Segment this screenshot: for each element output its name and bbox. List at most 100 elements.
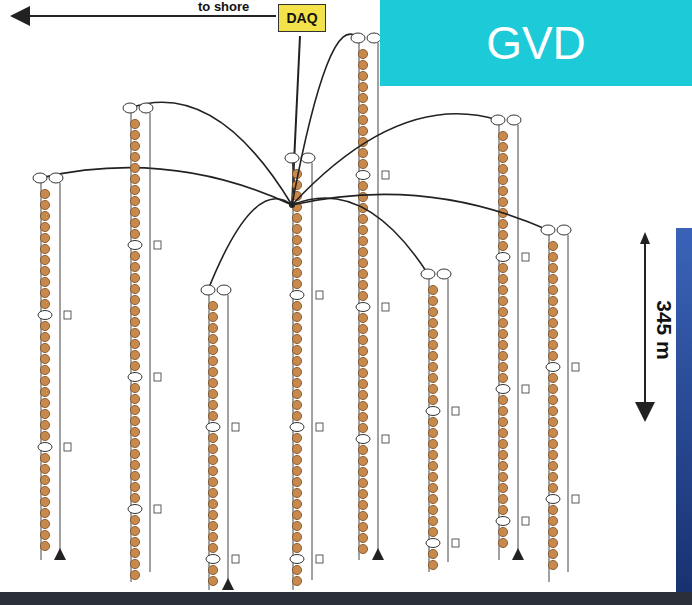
optical-module bbox=[130, 559, 139, 568]
optical-module bbox=[498, 417, 507, 426]
optical-module bbox=[208, 477, 217, 486]
optical-module bbox=[548, 395, 557, 404]
optical-module bbox=[358, 500, 367, 509]
optical-module bbox=[428, 373, 437, 382]
optical-module bbox=[428, 560, 437, 569]
optical-module bbox=[130, 460, 139, 469]
optical-module bbox=[292, 565, 301, 574]
optical-module bbox=[40, 398, 49, 407]
optical-module bbox=[358, 247, 367, 256]
optical-module bbox=[208, 565, 217, 574]
optical-module bbox=[40, 266, 49, 275]
optical-module bbox=[428, 483, 437, 492]
optical-module bbox=[498, 153, 507, 162]
optical-module bbox=[358, 181, 367, 190]
optical-module bbox=[40, 530, 49, 539]
section-box bbox=[452, 407, 459, 415]
optical-module bbox=[428, 285, 437, 294]
section-module bbox=[128, 505, 142, 514]
optical-module bbox=[130, 570, 139, 579]
optical-module bbox=[358, 225, 367, 234]
optical-module bbox=[548, 417, 557, 426]
optical-module bbox=[358, 192, 367, 201]
optical-module bbox=[498, 296, 507, 305]
optical-module bbox=[548, 538, 557, 547]
optical-module bbox=[358, 214, 367, 223]
optical-module bbox=[40, 453, 49, 462]
optical-module bbox=[40, 299, 49, 308]
optical-module bbox=[130, 548, 139, 557]
string-module bbox=[367, 33, 381, 43]
optical-module bbox=[358, 159, 367, 168]
string-module bbox=[507, 115, 521, 125]
optical-module bbox=[40, 233, 49, 242]
string-module bbox=[217, 285, 231, 295]
optical-module bbox=[130, 273, 139, 282]
optical-module bbox=[130, 317, 139, 326]
optical-module bbox=[498, 406, 507, 415]
section-box bbox=[154, 241, 161, 249]
string-module bbox=[541, 225, 555, 235]
optical-module bbox=[498, 439, 507, 448]
optical-module bbox=[428, 351, 437, 360]
section-box bbox=[382, 303, 389, 311]
optical-module bbox=[428, 384, 437, 393]
optical-module bbox=[40, 255, 49, 264]
optical-module bbox=[292, 356, 301, 365]
section-box bbox=[232, 555, 239, 563]
optical-module bbox=[208, 510, 217, 519]
anchor bbox=[222, 578, 234, 590]
section-box bbox=[452, 539, 459, 547]
optical-module bbox=[358, 71, 367, 80]
optical-module bbox=[548, 527, 557, 536]
optical-module bbox=[548, 439, 557, 448]
section-box bbox=[154, 505, 161, 513]
optical-module bbox=[428, 505, 437, 514]
section-module bbox=[426, 539, 440, 548]
optical-module bbox=[40, 189, 49, 198]
cluster-cable bbox=[208, 199, 292, 290]
section-module bbox=[38, 443, 52, 452]
optical-module bbox=[358, 258, 367, 267]
optical-module bbox=[358, 533, 367, 542]
optical-module bbox=[208, 499, 217, 508]
optical-module bbox=[358, 60, 367, 69]
optical-module bbox=[208, 345, 217, 354]
optical-module bbox=[358, 115, 367, 124]
optical-module bbox=[292, 543, 301, 552]
string-module bbox=[49, 173, 63, 183]
optical-module bbox=[208, 378, 217, 387]
optical-module bbox=[498, 395, 507, 404]
section-box bbox=[522, 253, 529, 261]
optical-module bbox=[40, 244, 49, 253]
optical-module bbox=[130, 163, 139, 172]
optical-module bbox=[428, 461, 437, 470]
node-text: GVD bbox=[486, 16, 586, 70]
string-line bbox=[150, 113, 151, 572]
optical-module bbox=[498, 164, 507, 173]
section-module bbox=[290, 423, 304, 432]
optical-module bbox=[208, 301, 217, 310]
optical-module bbox=[208, 367, 217, 376]
optical-module bbox=[40, 200, 49, 209]
optical-module bbox=[40, 376, 49, 385]
optical-module bbox=[358, 236, 367, 245]
optical-module bbox=[130, 537, 139, 546]
optical-module bbox=[130, 383, 139, 392]
optical-module bbox=[548, 428, 557, 437]
section-box bbox=[154, 373, 161, 381]
optical-module bbox=[548, 296, 557, 305]
optical-module bbox=[498, 527, 507, 536]
optical-module bbox=[548, 340, 557, 349]
optical-module bbox=[498, 450, 507, 459]
section-module bbox=[206, 423, 220, 432]
optical-module bbox=[498, 494, 507, 503]
optical-module bbox=[40, 464, 49, 473]
optical-module bbox=[130, 185, 139, 194]
optical-module bbox=[40, 288, 49, 297]
optical-module bbox=[548, 406, 557, 415]
section-module bbox=[38, 311, 52, 320]
optical-module bbox=[548, 252, 557, 261]
optical-module bbox=[292, 367, 301, 376]
optical-module bbox=[498, 472, 507, 481]
